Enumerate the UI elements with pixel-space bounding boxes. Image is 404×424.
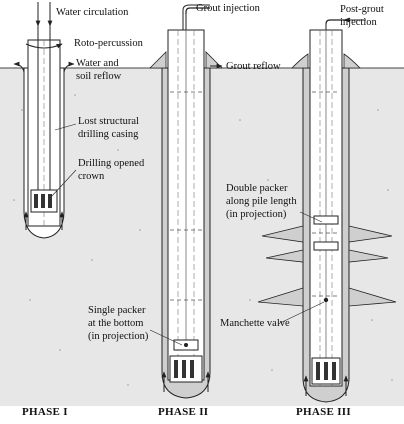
label-lost-casing-1: Lost structural (78, 116, 139, 127)
label-single-packer-2: at the bottom (88, 318, 143, 329)
label-grout-injection: Grout injection (196, 3, 261, 14)
phase3-double-packer (312, 215, 340, 251)
label-manchette-valve: Manchette valve (220, 318, 290, 329)
phase1-title: PHASE I (22, 406, 68, 418)
label-opened-crown-1: Drilling opened (78, 158, 145, 169)
soil-dots (13, 94, 393, 386)
phase2-borehole (149, 4, 223, 399)
label-double-packer-2: along pile length (226, 196, 297, 207)
phase3-manchette-valve (323, 297, 329, 303)
phase2-single-packer (173, 339, 199, 351)
phase1-borehole (13, 2, 77, 239)
label-post-grout-2: injection (340, 17, 377, 28)
phase3-crown (311, 357, 341, 385)
phase3-labels: Post-grout injection Double packer along… (220, 4, 384, 329)
phase1-opened-crown (30, 189, 58, 213)
phase2-labels: Grout injection Grout reflow Single pack… (88, 3, 281, 342)
phase-titles: PHASE I PHASE II PHASE III (22, 406, 351, 418)
label-single-packer-3: (in projection) (88, 331, 149, 342)
label-double-packer-3: (in projection) (226, 209, 287, 220)
phase2-title: PHASE II (158, 406, 208, 418)
label-double-packer-1: Double packer (226, 183, 288, 194)
label-water-reflow-1: Water and (76, 58, 119, 69)
label-water-circulation: Water circulation (56, 7, 129, 18)
phase1-labels: Water circulation Roto-percussion Water … (56, 7, 145, 182)
phase3-title: PHASE III (296, 406, 351, 418)
label-lost-casing-2: drilling casing (78, 129, 139, 140)
phase2-crown (169, 355, 203, 383)
label-roto-percussion: Roto-percussion (74, 38, 144, 49)
label-grout-reflow: Grout reflow (226, 61, 281, 72)
label-single-packer-1: Single packer (88, 305, 146, 316)
label-opened-crown-2: crown (78, 171, 105, 182)
phase3-grout-fins (257, 225, 397, 307)
label-post-grout-1: Post-grout (340, 4, 384, 15)
phase3-borehole (257, 17, 397, 403)
label-water-reflow-2: soil reflow (76, 71, 122, 82)
